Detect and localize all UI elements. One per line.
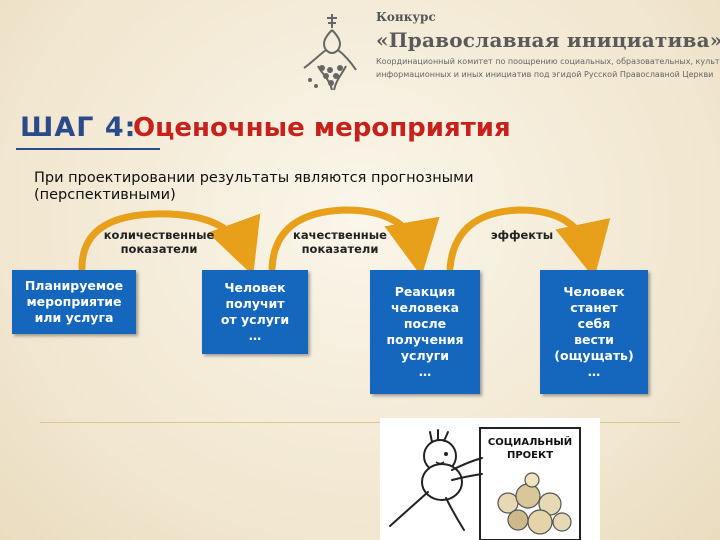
box-person-reaction: Реакция человека после получения услуги …	[370, 270, 480, 394]
divider-line	[40, 422, 680, 423]
box-planned-event-text: Планируемое мероприятие или услуга	[24, 278, 124, 325]
step-underline	[16, 148, 160, 150]
flow-arrows	[78, 206, 611, 270]
sign-line-2: ПРОЕКТ	[507, 450, 553, 461]
box-person-receives-text: Человек получит от услуги …	[220, 280, 290, 343]
church-logo-icon	[303, 14, 357, 91]
box-person-behaves: Человек станет себя вести (ощущать) …	[540, 270, 648, 394]
box-person-behaves-text: Человек станет себя вести (ощущать) …	[554, 284, 634, 379]
box-planned-event: Планируемое мероприятие или услуга	[12, 270, 136, 334]
label-effects: эффекты	[490, 228, 554, 242]
contest-label: Конкурс	[376, 10, 436, 24]
box-person-receives: Человек получит от услуги …	[202, 270, 308, 354]
committee-line-1: Координационный комитет по поощрению соц…	[376, 57, 720, 66]
sign-line-1: СОЦИАЛЬНЫЙ	[488, 435, 572, 448]
step-label: ШАГ 4:	[20, 112, 137, 143]
contest-name: «Православная инициатива»	[376, 28, 720, 52]
label-quantitative: количественные показатели	[103, 228, 215, 256]
forecast-note: При проектировании результаты являются п…	[34, 170, 474, 203]
pushing-man-illustration: СОЦИАЛЬНЫЙ ПРОЕКТ	[380, 418, 600, 540]
committee-line-2: информационных и иных инициатив под эгид…	[376, 70, 714, 79]
label-qualitative: качественные показатели	[293, 228, 387, 256]
page-title: Оценочные мероприятия	[133, 113, 511, 143]
box-person-reaction-text: Реакция человека после получения услуги …	[386, 284, 464, 379]
contest-header: Конкурс «Православная инициатива» Коорди…	[376, 10, 720, 79]
